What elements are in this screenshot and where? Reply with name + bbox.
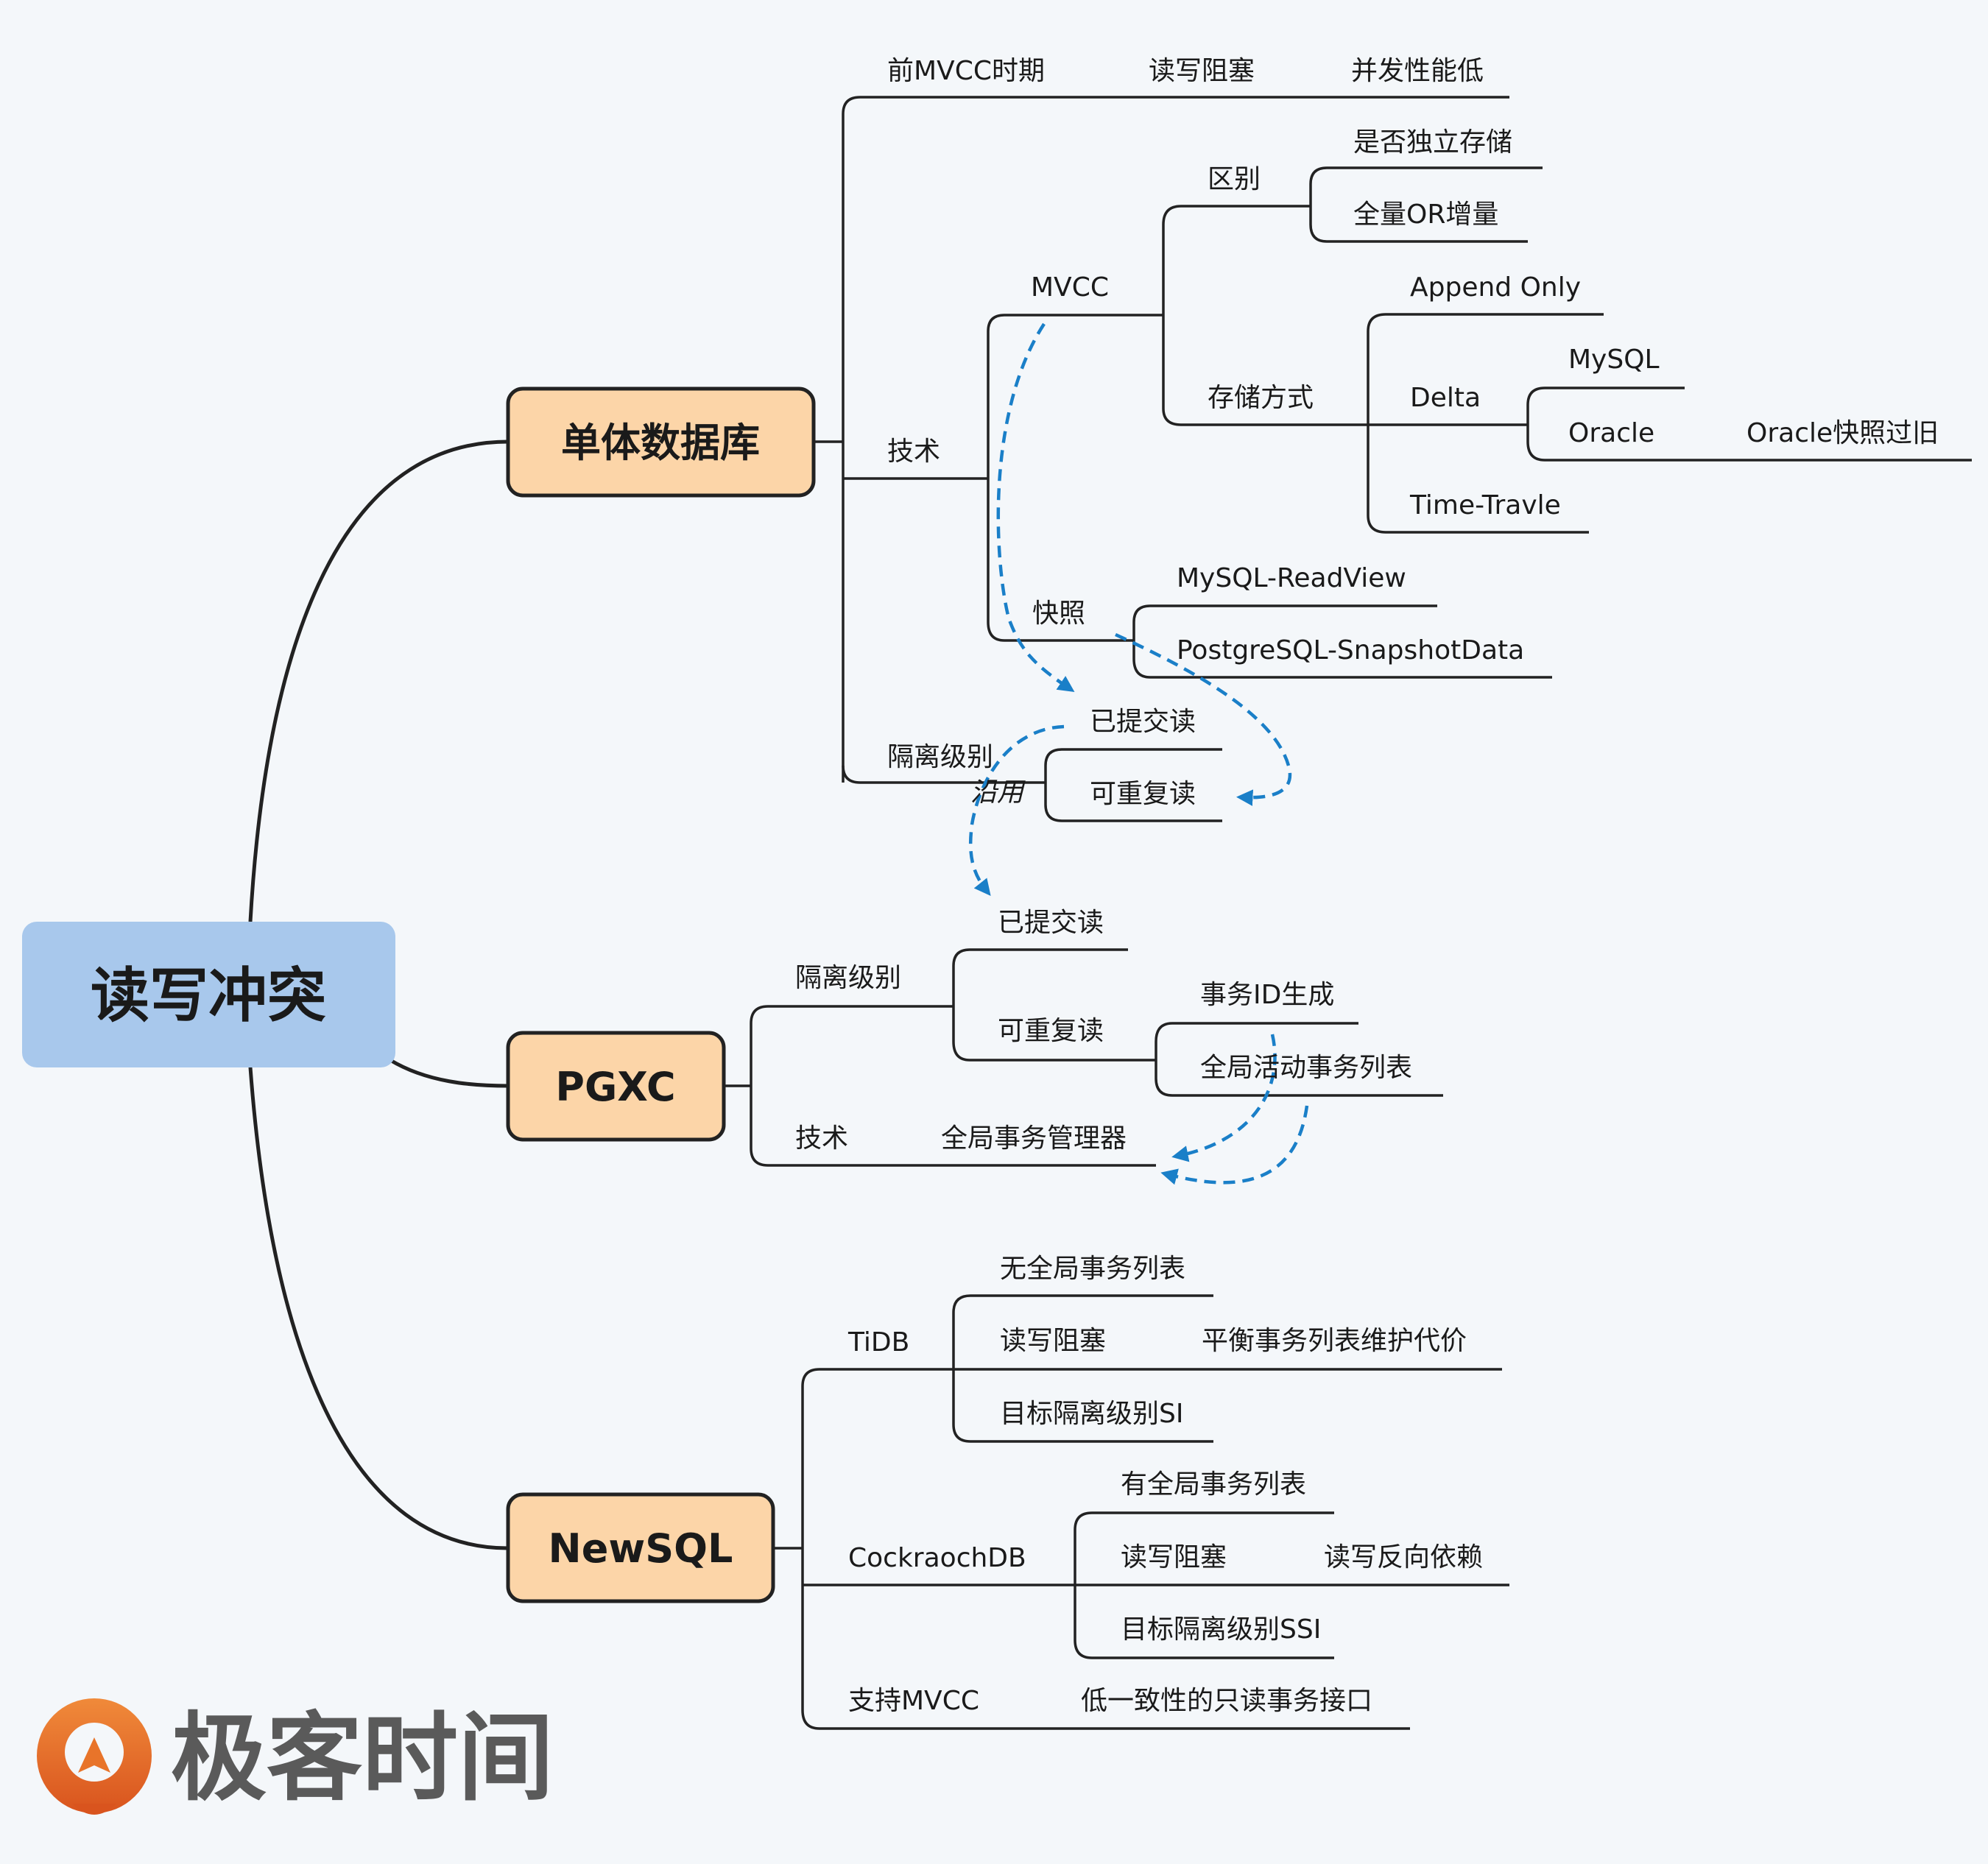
newsql-label-target-ssi: 目标隔离级别SSI [1121,1614,1321,1645]
arrow-activelist-to-gtm [1160,1105,1309,1185]
curve-root-newsql [248,1067,509,1550]
single-db-node-box [506,386,816,498]
label-append-only: Append Only [1410,272,1581,303]
newsql-branches [773,1294,1509,1730]
newsql-label-cockroach: CockraochDB [848,1543,1026,1573]
newsql-label-has-global-list: 有全局事务列表 [1121,1469,1306,1500]
pgxc-label-repeatable-read: 可重复读 [998,1016,1104,1046]
label-full-or-incremental: 全量OR增量 [1353,200,1498,230]
label-rw-block: 读写阻塞 [1149,56,1255,86]
pgxc-branches [724,948,1443,1167]
label-mvcc: MVCC [1031,272,1109,303]
root-node-label: 读写冲突 [91,961,326,1030]
label-oracle: Oracle [1568,418,1654,448]
label-snapshot: 快照 [1032,599,1085,629]
newsql-node-box [506,1492,775,1603]
newsql-label-target-si: 目标隔离级别SI [1000,1399,1183,1429]
label-time-travel: Time-Travle [1409,490,1561,520]
label-tech: 技术 [887,437,940,467]
arrow-inherit-to-pgxc [968,724,1065,897]
curve-root-pgxc [389,1058,509,1088]
newsql-label-support-mvcc: 支持MVCC [848,1686,979,1716]
label-mysql-readview: MySQL-ReadView [1177,563,1406,593]
label-pre-mvcc: 前MVCC时期 [887,56,1045,86]
arrow-snapshot-to-repeatable-read [1115,632,1292,806]
label-read-committed: 已提交读 [1090,707,1196,737]
pgxc-node-label: PGXC [555,1064,675,1110]
label-storage-method: 存储方式 [1208,383,1314,413]
label-independent-storage: 是否独立存储 [1353,127,1512,158]
newsql-label-rw-anti-dependency: 读写反向依赖 [1324,1542,1483,1572]
newsql-node-label: NewSQL [549,1525,733,1572]
pgxc-node-box [506,1031,726,1142]
geektime-logo-text: 极客时间 [171,1702,554,1814]
label-mysql: MySQL [1568,345,1660,375]
pgxc-label-gtm: 全局事务管理器 [941,1123,1127,1154]
curve-root-single [248,439,509,922]
newsql-label-low-consistency-ro: 低一致性的只读事务接口 [1081,1686,1372,1716]
label-diff: 区别 [1208,164,1261,194]
newsql-label-rw-block2: 读写阻塞 [1121,1542,1227,1572]
label-inherit: 沿用 [970,777,1026,808]
root-node-box [22,922,395,1067]
label-pg-snapshot: PostgreSQL-SnapshotData [1177,635,1524,666]
pgxc-label-global-active-list: 全局活动事务列表 [1200,1053,1412,1083]
pgxc-label-txid-gen: 事务ID生成 [1200,980,1334,1010]
pgxc-label-isolation: 隔离级别 [795,963,901,993]
arrow-txid-to-gtm [1171,1034,1277,1162]
label-repeatable-read: 可重复读 [1090,779,1196,809]
label-low-concurrency: 并发性能低 [1351,56,1484,86]
label-oracle-snapshot-old: Oracle快照过旧 [1746,418,1939,448]
newsql-label-rw-block: 读写阻塞 [1000,1326,1106,1356]
pgxc-label-tech: 技术 [795,1123,848,1154]
pgxc-label-read-committed: 已提交读 [998,908,1104,938]
newsql-label-no-global-list: 无全局事务列表 [1000,1254,1185,1284]
geektime-logo: 极客时间 [37,1698,554,1815]
label-delta: Delta [1410,383,1481,413]
relation-arrows [968,322,1309,1185]
newsql-label-tidb: TiDB [847,1327,909,1358]
newsql-label-balance-cost: 平衡事务列表维护代价 [1202,1326,1467,1356]
arrow-mvcc-to-read-committed [996,322,1075,693]
single-db-branches [814,96,1972,822]
label-isolation: 隔离级别 [887,742,993,772]
single-db-node-label: 单体数据库 [561,420,760,466]
